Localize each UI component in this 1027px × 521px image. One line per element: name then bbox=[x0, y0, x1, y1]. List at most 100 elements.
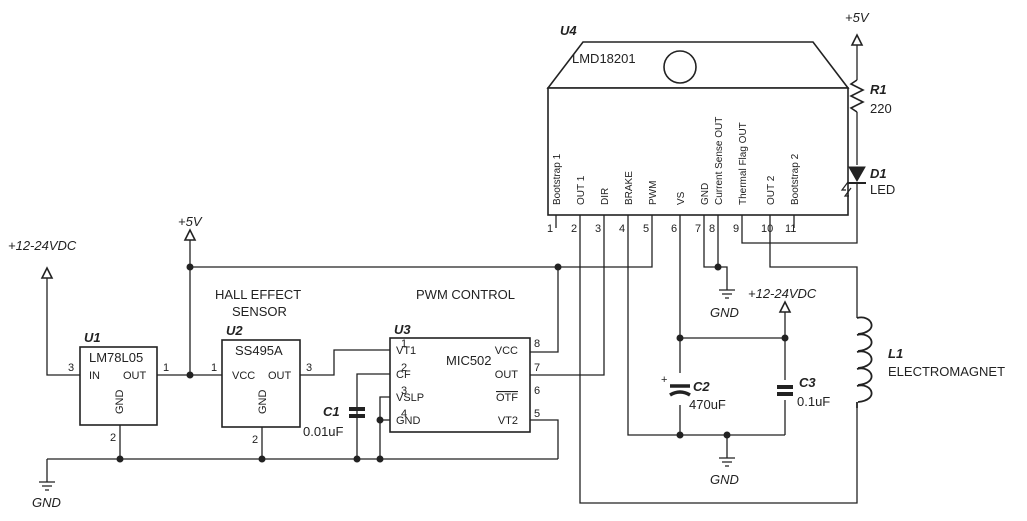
l1-value: ELECTROMAGNET bbox=[888, 364, 1005, 379]
c1-ref: C1 bbox=[323, 404, 340, 419]
u4-pin-label: Bootstrap 2 bbox=[790, 153, 801, 205]
u3-pin-number: 2 bbox=[401, 362, 407, 374]
u3-pin-number: 4 bbox=[401, 408, 407, 420]
v5-right-label: +5V bbox=[845, 10, 870, 25]
u1-gnd-label: GND bbox=[114, 390, 126, 415]
u2-pin-gnd: 2 bbox=[252, 434, 258, 446]
c1-value: 0.01uF bbox=[303, 424, 344, 439]
u3-pin-label: VSLP bbox=[396, 392, 424, 404]
u4-pin-label: GND bbox=[700, 183, 711, 205]
u3-pin-label: GND bbox=[396, 415, 421, 427]
gnd-mid-symbol: GND bbox=[710, 289, 739, 320]
u4-pin-number: 2 bbox=[571, 223, 577, 235]
u4-pin-number: 4 bbox=[619, 223, 625, 235]
vin-left-label: +12-24VDC bbox=[8, 238, 77, 253]
gnd-left-label: GND bbox=[32, 495, 61, 510]
u4-pin-number: 1 bbox=[547, 223, 553, 235]
c1-capacitor: C1 0.01uF bbox=[303, 404, 365, 439]
u3-pin-label: CF bbox=[396, 369, 411, 381]
u4-pin-label: Thermal Flag OUT bbox=[738, 122, 749, 205]
u1-part: LM78L05 bbox=[89, 350, 143, 365]
u2-hall-sensor: HALL EFFECT SENSOR U2 SS495A VCC OUT GND… bbox=[211, 287, 312, 446]
u3-pin-number: 3 bbox=[401, 385, 407, 397]
r1-resistor: R1 220 bbox=[849, 79, 892, 116]
u3-pin-label: OTF bbox=[496, 392, 518, 404]
c3-ref: C3 bbox=[799, 375, 816, 390]
gnd-bottom-symbol: GND bbox=[710, 457, 739, 487]
c2-capacitor: + C2 470uF bbox=[661, 374, 726, 412]
d1-led: D1 LED bbox=[840, 166, 895, 202]
u3-pin-label: OUT bbox=[495, 369, 519, 381]
c2-plus: + bbox=[661, 374, 667, 386]
u4-hbridge: U4 LMD18201 Bootstrap 1 1 OUT 1 2 DIR 3 BRAKE 4… bbox=[546, 23, 850, 235]
u3-pin-number: 7 bbox=[534, 362, 540, 374]
u3-title: PWM CONTROL bbox=[416, 287, 515, 302]
vin-left-symbol: +12-24VDC bbox=[8, 238, 77, 279]
u4-pin-label: OUT 2 bbox=[766, 175, 777, 205]
u1-pin-gnd: 2 bbox=[110, 432, 116, 444]
c3-value: 0.1uF bbox=[797, 394, 830, 409]
u2-pin-out: 3 bbox=[306, 362, 312, 374]
u3-pin-number: 8 bbox=[534, 338, 540, 350]
wires bbox=[46, 45, 858, 504]
u3-pin-number: 6 bbox=[534, 385, 540, 397]
d1-ref: D1 bbox=[870, 166, 887, 181]
u2-out-label: OUT bbox=[268, 370, 292, 382]
u4-pin-number: 11 bbox=[785, 223, 796, 235]
gnd-bottom-label: GND bbox=[710, 472, 739, 487]
u4-pin-label: BRAKE bbox=[624, 171, 635, 205]
u4-pin-label: OUT 1 bbox=[576, 175, 587, 205]
u1-pin-out: 1 bbox=[163, 362, 169, 374]
u1-pin-in: 3 bbox=[68, 362, 74, 374]
u4-mounting-hole bbox=[663, 50, 697, 84]
v5-right-symbol: +5V bbox=[845, 10, 870, 46]
c2-ref: C2 bbox=[693, 379, 710, 394]
u3-ref: U3 bbox=[394, 322, 411, 337]
r1-ref: R1 bbox=[870, 82, 887, 97]
vin-right-label: +12-24VDC bbox=[748, 286, 817, 301]
l1-inductor: L1 ELECTROMAGNET bbox=[856, 316, 1005, 408]
u2-title-line2: SENSOR bbox=[232, 304, 287, 319]
u1-ref: U1 bbox=[84, 330, 101, 345]
junctions bbox=[116, 263, 789, 463]
u4-pin-number: 7 bbox=[695, 223, 701, 235]
u2-gnd-label: GND bbox=[257, 390, 269, 415]
u4-pin-label: PWM bbox=[648, 181, 659, 205]
u4-ref: U4 bbox=[560, 23, 577, 38]
u4-pin-label: DIR bbox=[600, 188, 611, 205]
l1-ref: L1 bbox=[888, 346, 903, 361]
u4-pin-number: 10 bbox=[761, 223, 773, 235]
u2-part: SS495A bbox=[235, 343, 283, 358]
gnd-mid-label: GND bbox=[710, 305, 739, 320]
v5-left-label: +5V bbox=[178, 214, 203, 229]
u4-pin-number: 5 bbox=[643, 223, 649, 235]
u4-pin-label: VS bbox=[676, 191, 687, 205]
u1-in-label: IN bbox=[89, 370, 100, 382]
u4-pins: Bootstrap 1 1 OUT 1 2 DIR 3 BRAKE 4 PWM 5 VS 6 GND 7 C… bbox=[547, 117, 801, 235]
d1-value: LED bbox=[870, 182, 895, 197]
u4-pin-number: 8 bbox=[709, 223, 715, 235]
u3-part: MIC502 bbox=[446, 353, 492, 368]
gnd-left-symbol: GND bbox=[32, 481, 61, 510]
u1-regulator: U1 LM78L05 IN OUT GND 3 1 2 bbox=[68, 330, 169, 444]
u2-pin-vcc: 1 bbox=[211, 362, 217, 374]
u1-out-label: OUT bbox=[123, 370, 147, 382]
u4-pin-label: Current Sense OUT bbox=[714, 117, 725, 205]
c3-capacitor: C3 0.1uF bbox=[777, 375, 830, 409]
u4-part: LMD18201 bbox=[572, 51, 636, 66]
u3-pin-number: 5 bbox=[534, 408, 540, 420]
u4-pin-number: 6 bbox=[671, 223, 677, 235]
vin-right-symbol: +12-24VDC bbox=[748, 286, 817, 313]
u3-pin-label: VT1 bbox=[396, 345, 416, 357]
u4-pin-label: Bootstrap 1 bbox=[552, 153, 563, 205]
u3-pin-label: VT2 bbox=[498, 415, 518, 427]
c2-value: 470uF bbox=[689, 397, 726, 412]
u2-title-line1: HALL EFFECT bbox=[215, 287, 301, 302]
u2-ref: U2 bbox=[226, 323, 243, 338]
r1-value: 220 bbox=[870, 101, 892, 116]
u4-pin-number: 3 bbox=[595, 223, 601, 235]
